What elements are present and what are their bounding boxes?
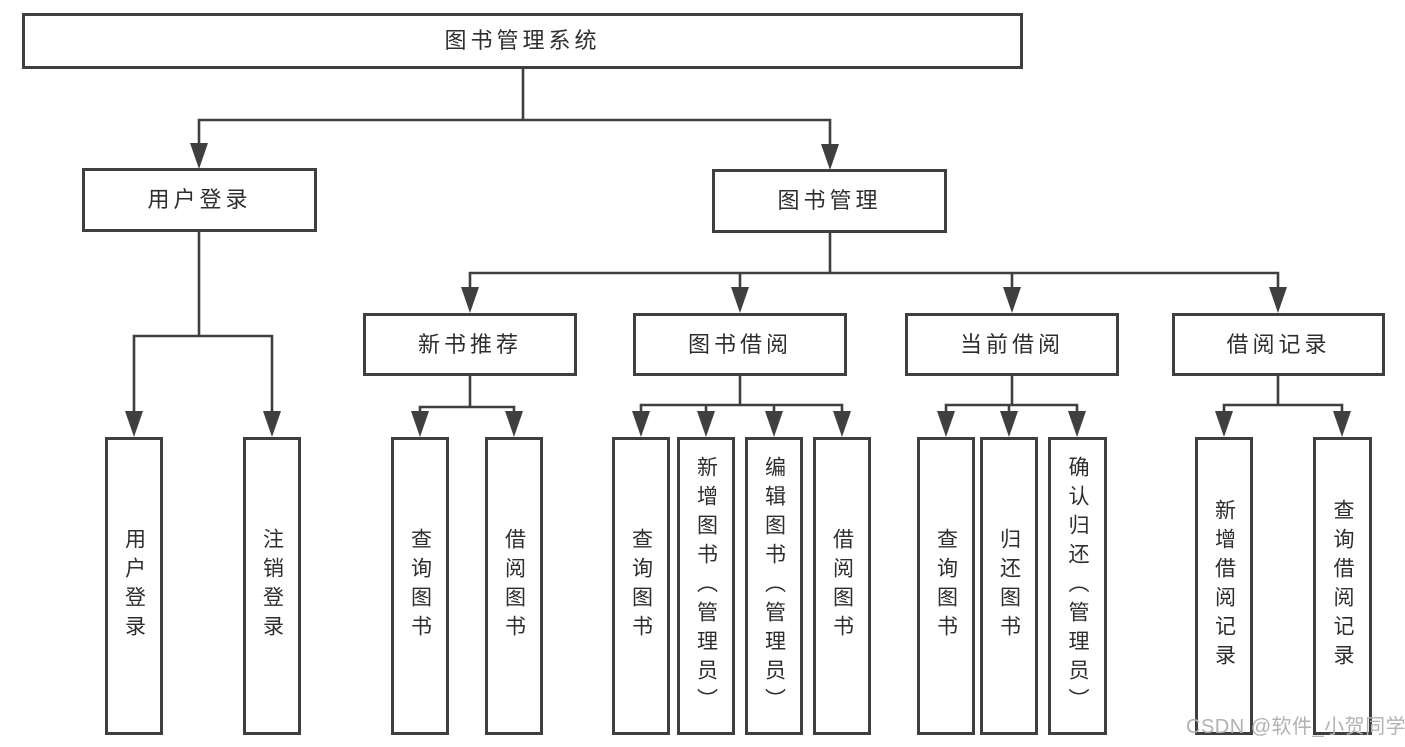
leaf-nbr-borrow-books-label: 借阅图书 — [502, 528, 526, 644]
leaf-cb-query-books-label: 查询图书 — [934, 528, 958, 644]
leaf-cb-return-books-label: 归还图书 — [997, 528, 1021, 644]
leaf-bb-borrow-books: 借阅图书 — [813, 437, 871, 735]
leaf-br-query-record: 查询借阅记录 — [1313, 437, 1372, 735]
leaf-cb-return-books: 归还图书 — [980, 437, 1038, 735]
leaf-bb-borrow-books-label: 借阅图书 — [830, 528, 854, 644]
leaf-br-add-record-label: 新增借阅记录 — [1212, 499, 1236, 673]
node-borrow-records-label: 借阅记录 — [1226, 331, 1331, 357]
leaf-bb-add-books-admin-label: 新增图书（管理员） — [694, 455, 718, 717]
node-root: 图书管理系统 — [22, 13, 1023, 69]
node-user-login: 用户登录 — [82, 168, 317, 232]
leaf-bb-query-books: 查询图书 — [612, 437, 670, 735]
leaf-user-login: 用户登录 — [105, 437, 163, 735]
leaf-bb-query-books-label: 查询图书 — [629, 528, 653, 644]
node-root-label: 图书管理系统 — [444, 28, 601, 53]
leaf-nbr-query-books: 查询图书 — [391, 437, 449, 735]
leaf-logout-label: 注销登录 — [260, 528, 284, 644]
node-new-book-recommend: 新书推荐 — [363, 313, 577, 376]
node-borrow-records: 借阅记录 — [1172, 313, 1385, 376]
node-user-login-label: 用户登录 — [147, 187, 252, 212]
leaf-cb-query-books: 查询图书 — [917, 437, 975, 735]
leaf-bb-edit-books-admin: 编辑图书（管理员） — [745, 437, 803, 735]
node-book-management-label: 图书管理 — [777, 188, 882, 213]
leaf-br-query-record-label: 查询借阅记录 — [1331, 499, 1354, 673]
node-book-borrow: 图书借阅 — [633, 313, 847, 376]
leaf-nbr-query-books-label: 查询图书 — [408, 528, 432, 644]
leaf-logout: 注销登录 — [243, 437, 301, 735]
leaf-cb-confirm-return-admin-label: 确认归还（管理员） — [1066, 455, 1089, 717]
node-current-borrow: 当前借阅 — [905, 313, 1119, 376]
leaf-bb-edit-books-admin-label: 编辑图书（管理员） — [762, 455, 786, 717]
leaf-nbr-borrow-books: 借阅图书 — [485, 437, 543, 735]
leaf-cb-confirm-return-admin: 确认归还（管理员） — [1048, 437, 1107, 735]
node-current-borrow-label: 当前借阅 — [959, 331, 1064, 357]
node-book-borrow-label: 图书借阅 — [687, 331, 792, 357]
leaf-user-login-label: 用户登录 — [122, 528, 146, 644]
leaf-bb-add-books-admin: 新增图书（管理员） — [677, 437, 735, 735]
node-new-book-recommend-label: 新书推荐 — [417, 331, 522, 357]
csdn-watermark: CSDN @软件_小贺同学 — [1186, 716, 1405, 738]
leaf-br-add-record: 新增借阅记录 — [1195, 437, 1253, 735]
node-book-management: 图书管理 — [712, 169, 947, 233]
